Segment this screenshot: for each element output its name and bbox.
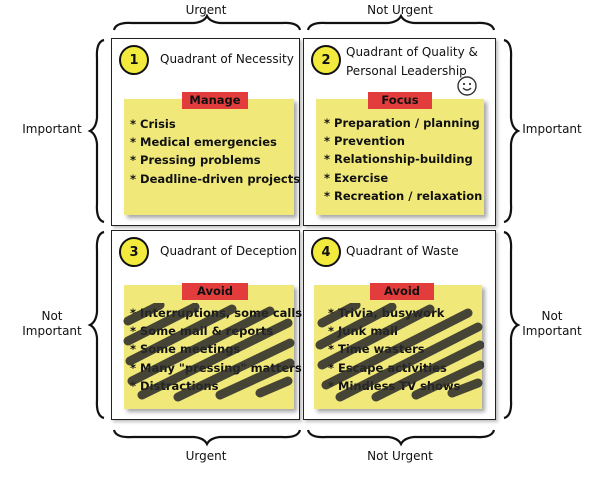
brace-left-bottom xyxy=(87,230,105,420)
brace-right-bottom xyxy=(503,230,521,420)
quadrant-title: Quadrant of Waste xyxy=(346,244,459,258)
quadrant-title-line-1: Quadrant of Quality & xyxy=(346,45,478,59)
sticky-note: Avoid * Trivia, busywork * Junk mail * T… xyxy=(314,283,484,409)
list-item: * Preparation / planning xyxy=(324,116,480,130)
list-item: * Exercise xyxy=(324,170,389,185)
list-item: * Junk mail xyxy=(328,324,398,339)
axis-label-important-left-2: Important xyxy=(22,324,82,338)
quadrant-number-badge: 2 xyxy=(311,45,341,75)
quadrant-number-badge: 3 xyxy=(119,237,149,267)
sticky-note: Focus * Preparation / planning * Prevent… xyxy=(316,92,484,215)
item-list: * Trivia, busywork * Junk mail * Time wa… xyxy=(328,304,460,395)
list-item: * Time wasters xyxy=(328,342,425,357)
quadrant-title-line-2: Personal Leadership xyxy=(346,64,467,78)
item-list: * Crisis * Medical emergencies * Pressin… xyxy=(130,115,300,188)
list-item: * Deadline-driven projects xyxy=(130,171,301,186)
sticky-note: Avoid * Interruptions, some calls * Some… xyxy=(123,283,302,409)
axis-label-not-left: Not xyxy=(41,309,63,323)
list-item: * Pressing problems xyxy=(130,153,261,168)
sticky-note: Manage * Crisis * Medical emergencies * … xyxy=(124,92,300,215)
note-tag: Avoid xyxy=(182,283,248,300)
axis-label-important-right: Important xyxy=(522,122,582,136)
quadrant-number-badge: 4 xyxy=(311,237,341,267)
list-item: * Interruptions, some calls xyxy=(130,306,303,320)
list-item: * Some mail & reports xyxy=(130,324,274,339)
axis-label-not-right: Not xyxy=(541,309,563,323)
list-item: * Many "pressing" matters xyxy=(130,360,302,375)
quadrant-2: 2 Quadrant of Quality & Personal Leaders… xyxy=(303,38,496,226)
quadrant-4: 4 Quadrant of Waste Avoid * Trivia, busy… xyxy=(303,230,496,420)
list-item: * Prevention xyxy=(324,134,405,149)
quadrant-number-badge: 1 xyxy=(119,45,149,75)
axis-label-not-important-right: Not Important xyxy=(512,309,592,339)
note-tag: Focus xyxy=(368,92,432,109)
axis-label-important-right-2: Important xyxy=(522,324,582,338)
axis-label-not-urgent-top: Not Urgent xyxy=(367,3,433,17)
list-item: * Escape activities xyxy=(328,360,447,375)
brace-right-top xyxy=(503,38,521,224)
list-item: * Mindless TV shows xyxy=(328,378,461,393)
note-tag: Avoid xyxy=(370,283,434,300)
axis-label-not-urgent-bottom: Not Urgent xyxy=(367,449,433,463)
note-tag: Manage xyxy=(182,92,248,109)
axis-label-important-left: Important xyxy=(22,122,82,136)
quadrant-title: Quadrant of Quality & Personal Leadershi… xyxy=(346,43,478,81)
brace-bottom-right xyxy=(306,429,496,447)
axis-label-not-important-left: Not Important xyxy=(12,309,92,339)
brace-top-right xyxy=(306,13,496,31)
list-item: * Some meetings xyxy=(130,342,241,357)
brace-bottom-left xyxy=(112,429,302,447)
smiley-icon xyxy=(457,76,477,96)
list-item: * Distractions xyxy=(130,378,219,393)
brace-top-left xyxy=(112,13,302,31)
quadrant-title: Quadrant of Deception xyxy=(160,244,298,258)
list-item: * Crisis xyxy=(130,117,176,131)
item-list: * Interruptions, some calls * Some mail … xyxy=(130,304,302,395)
axis-label-urgent-bottom: Urgent xyxy=(185,449,227,463)
quadrant-1: 1 Quadrant of Necessity Manage * Crisis … xyxy=(111,38,300,226)
list-item: * Relationship-building xyxy=(324,152,473,167)
item-list: * Preparation / planning * Prevention * … xyxy=(324,114,482,205)
list-item: * Recreation / relaxation xyxy=(324,188,483,203)
quadrant-3: 3 Quadrant of Deception Avoid * Interrup… xyxy=(111,230,302,420)
list-item: * Trivia, busywork xyxy=(328,306,445,320)
quadrant-title: Quadrant of Necessity xyxy=(160,52,294,66)
axis-label-urgent-top: Urgent xyxy=(185,3,227,17)
brace-left-top xyxy=(87,38,105,224)
list-item: * Medical emergencies xyxy=(130,135,277,150)
